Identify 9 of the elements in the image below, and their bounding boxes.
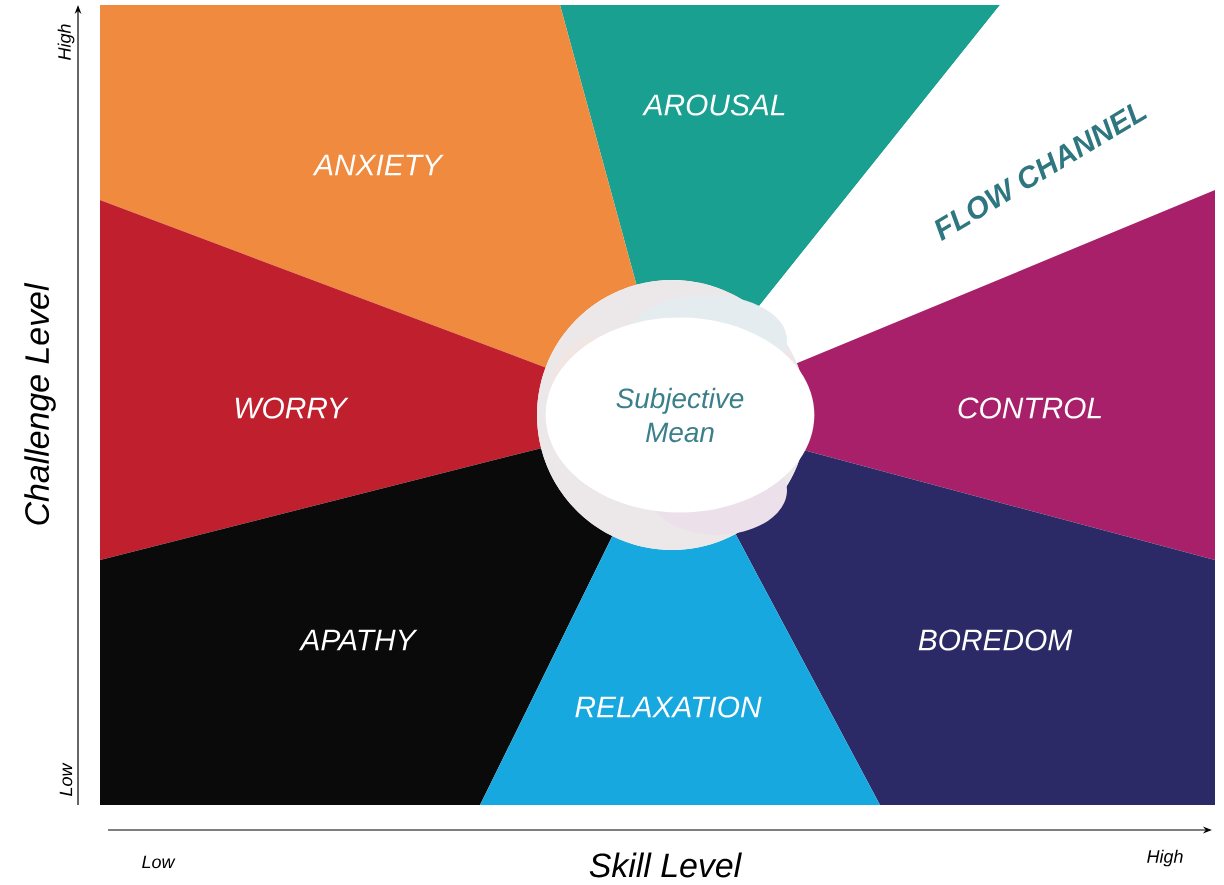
axis-label: Low <box>59 762 73 796</box>
axis-label: Skill Level <box>589 852 742 878</box>
axis-label: Low <box>142 855 176 869</box>
region-wedge: ANXIETY <box>100 5 637 368</box>
axis-label: High <box>1147 849 1183 867</box>
region-wedge: WORRY <box>100 200 546 560</box>
region-wedge: RELAXATION <box>480 534 880 805</box>
axis-label: Challenge Level <box>24 282 56 525</box>
axis-label: High <box>57 24 75 60</box>
